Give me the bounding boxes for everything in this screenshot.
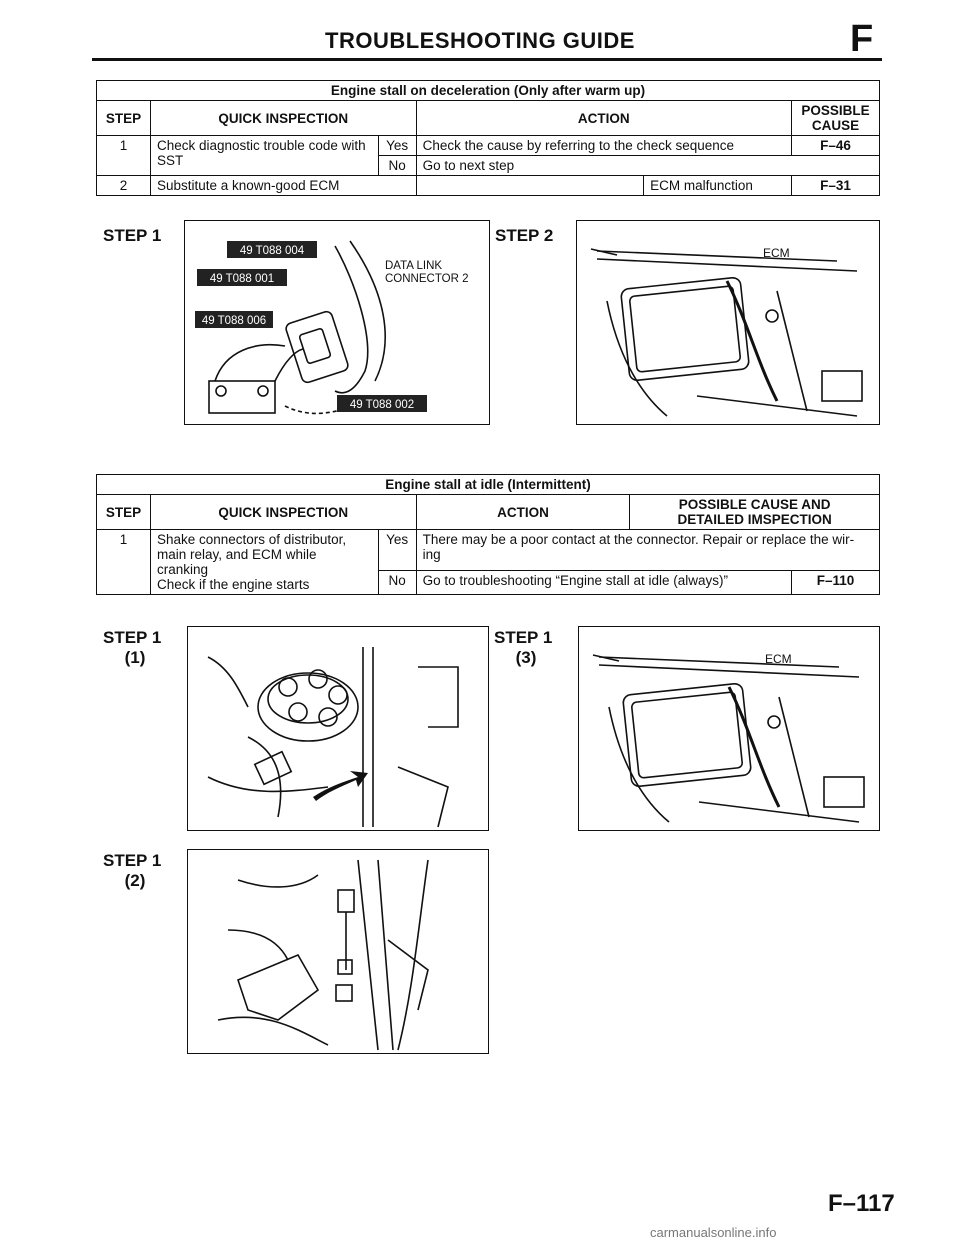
- table1-row2-action-empty: [415, 175, 645, 196]
- step1-2-label-group: STEP 1 (2): [103, 851, 167, 891]
- table1-header-action: ACTION: [415, 100, 792, 136]
- table2-inspection-line1: Shake connectors of distributor,: [156, 532, 347, 547]
- table2-title: Engine stall at idle (Intermittent): [96, 474, 880, 495]
- table-row: 2 Substitute a known-good ECM ECM malfun…: [96, 175, 881, 196]
- table1-row1-yes-action: Check the cause by referring to the chec…: [415, 135, 792, 156]
- table1-header-step: STEP: [96, 100, 151, 136]
- table2-row1-yes-action: There may be a poor contact at the conne…: [415, 528, 881, 572]
- step1-3-label-group: STEP 1 (3): [494, 628, 558, 668]
- table1-row2-cause: ECM malfunction: [643, 175, 792, 196]
- table2-row1-inspection: Shake connectors of distributor, main re…: [149, 529, 379, 595]
- table1-row1-inspection-line2: SST: [156, 153, 184, 168]
- ecm-label: ECM: [763, 246, 790, 260]
- table-engine-stall-deceleration: Engine stall on deceleration (Only after…: [96, 80, 881, 196]
- table1-header-quick-inspection: QUICK INSPECTION: [149, 100, 417, 136]
- page-number: F–117: [828, 1190, 895, 1217]
- figure-distributor-connector: [187, 626, 489, 831]
- table2-header-possible-cause-line1: POSSIBLE CAUSE AND: [678, 497, 831, 512]
- step1-label: STEP 1: [103, 226, 162, 245]
- watermark: carmanualsonline.info: [650, 1225, 777, 1240]
- step1-1-label-group: STEP 1 (1): [103, 628, 167, 668]
- table-row: No Go to troubleshooting “Engine stall a…: [97, 570, 880, 595]
- header-rule: [92, 58, 882, 61]
- tag-49t088001: 49 T088 001: [197, 269, 287, 286]
- data-link-label-line1: DATA LINK: [385, 260, 442, 272]
- tag-49t088004: 49 T088 004: [227, 241, 317, 258]
- table1-row1-inspection-line1: Check diagnostic trouble code with: [156, 138, 366, 153]
- figure-ecm-location-1: ECM: [576, 220, 880, 425]
- table2-yes-action-line1: There may be a poor contact at the conne…: [422, 532, 855, 547]
- table1-title: Engine stall on deceleration (Only after…: [96, 80, 880, 101]
- ecm-location-illustration-2: ECM: [592, 652, 865, 823]
- table1-row1-no-action: Go to next step: [415, 155, 881, 176]
- table2-inspection-line3: cranking: [156, 562, 209, 577]
- table1-header-possible-cause: POSSIBLE CAUSE: [790, 100, 881, 136]
- table2-row1-step: 1: [96, 529, 151, 595]
- table-row: 1 Shake connectors of distributor, main …: [96, 528, 881, 595]
- page-title: TROUBLESHOOTING GUIDE: [325, 28, 635, 53]
- data-link-label-line2: CONNECTOR 2: [385, 273, 469, 285]
- table1-row2-inspection: Substitute a known-good ECM: [149, 175, 417, 196]
- tag-label: 49 T088 004: [240, 245, 305, 257]
- table2-yes-action-line2: ing: [422, 547, 441, 562]
- step1-3-sub: (3): [515, 648, 537, 667]
- main-relay-illustration: [217, 859, 429, 1051]
- table1-row1-step: 1: [96, 135, 151, 176]
- figure-ecm-location-2: ECM: [578, 626, 880, 831]
- sst-connection-illustration: 49 T088 004 49 T088 001 49 T088 006 49 T…: [195, 240, 469, 415]
- table1-row1-yes: Yes: [377, 135, 417, 156]
- table2-inspection-line2: main relay, and ECM while: [156, 547, 317, 562]
- table-row: 1 Check diagnostic trouble code with SST…: [96, 135, 881, 176]
- table2-header-possible-cause: POSSIBLE CAUSE AND DETAILED IMSPECTION: [629, 494, 880, 530]
- tag-label: 49 T088 002: [350, 399, 414, 411]
- table1-row1-inspection: Check diagnostic trouble code with SST: [149, 135, 379, 176]
- step1-2-label: STEP 1: [103, 851, 162, 870]
- distributor-illustration: [207, 647, 459, 828]
- step1-1-label: STEP 1: [103, 628, 162, 647]
- table2-header-possible-cause-line2: DETAILED IMSPECTION: [677, 512, 832, 527]
- table2-header-step: STEP: [96, 494, 151, 530]
- table2-inspection-line4: Check if the engine starts: [156, 577, 310, 592]
- table1-row1-no: No: [377, 155, 417, 176]
- tag-49t088006: 49 T088 006: [195, 311, 273, 328]
- table2-header-action: ACTION: [415, 494, 631, 530]
- table2-row1-no-action: Go to troubleshooting “Engine stall at i…: [415, 570, 793, 595]
- table2-row1-no: No: [377, 570, 417, 595]
- step2-label: STEP 2: [495, 226, 554, 245]
- table1-row1-yes-ref: F–46: [790, 135, 881, 156]
- ecm-location-illustration: ECM: [590, 246, 863, 417]
- ecm-label-2: ECM: [765, 652, 792, 666]
- figure-sst-connection: 49 T088 004 49 T088 001 49 T088 006 49 T…: [184, 220, 490, 425]
- table2-row1-no-ref: F–110: [791, 570, 880, 595]
- table1-row2-step: 2: [96, 175, 151, 196]
- tag-label: 49 T088 001: [210, 273, 274, 285]
- tag-label: 49 T088 006: [202, 315, 266, 327]
- table2-row1-yes: Yes: [377, 528, 417, 572]
- step1-2-sub: (2): [124, 871, 146, 890]
- tag-49t088002: 49 T088 002: [337, 395, 427, 412]
- figure-main-relay: [187, 849, 489, 1054]
- table2-header-quick-inspection: QUICK INSPECTION: [149, 494, 417, 530]
- table-engine-stall-idle-intermittent: Engine stall at idle (Intermittent) STEP…: [96, 474, 881, 595]
- step1-1-sub: (1): [124, 648, 146, 667]
- step1-3-label: STEP 1: [494, 628, 553, 647]
- section-letter: F: [850, 18, 874, 60]
- table1-row2-ref: F–31: [790, 175, 881, 196]
